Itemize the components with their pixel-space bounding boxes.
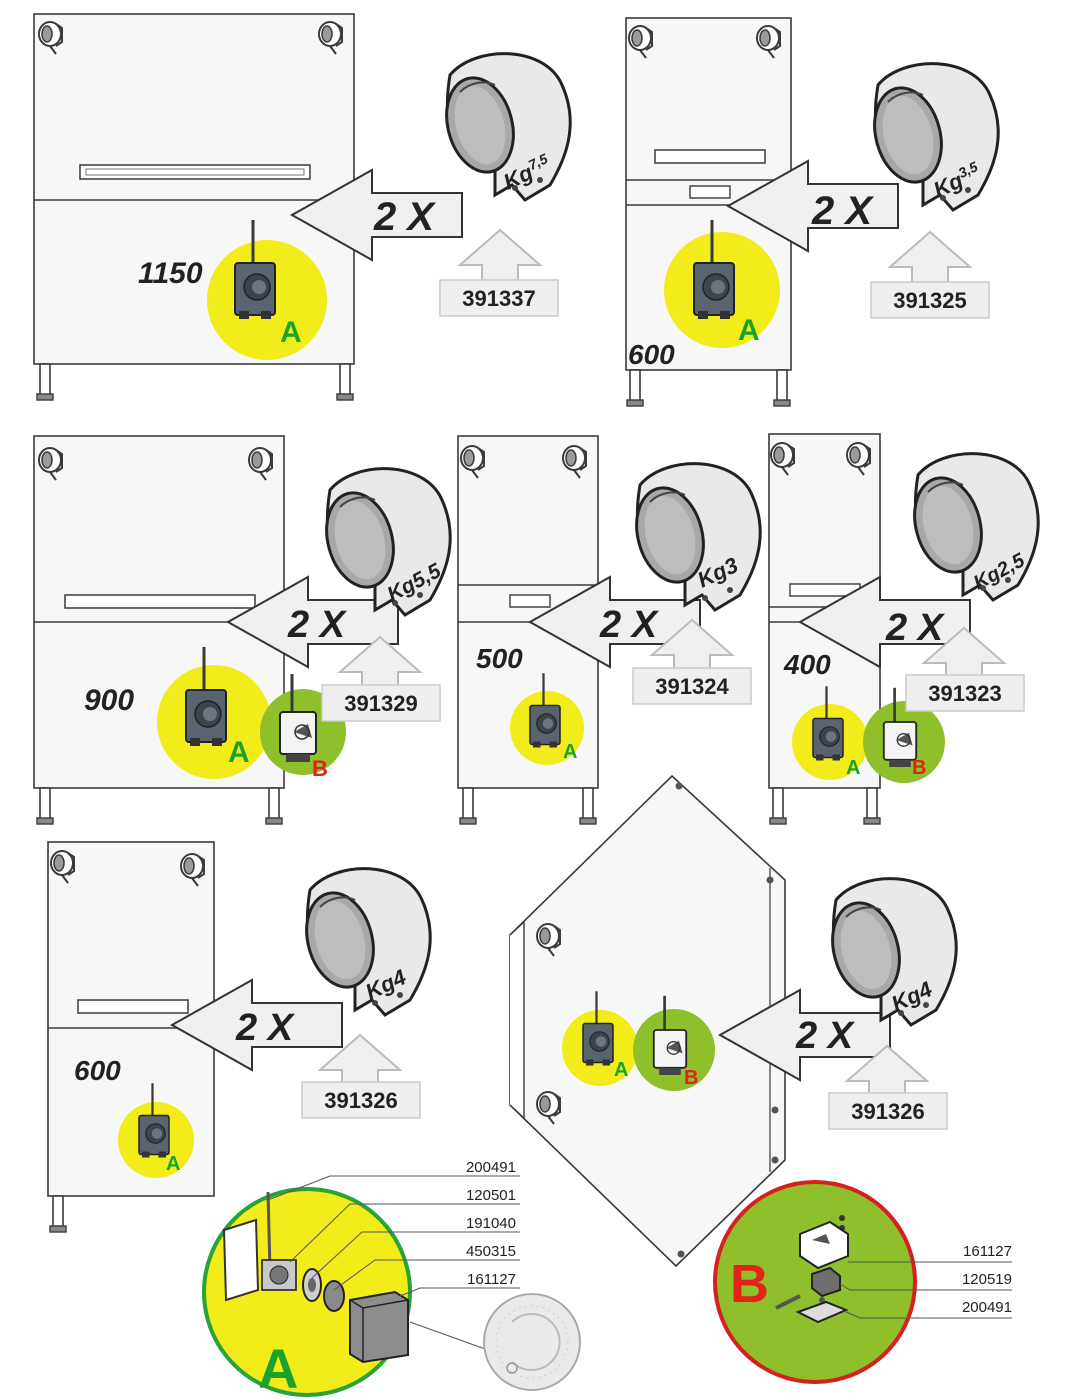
unit-size: 400 (783, 649, 831, 680)
leg (579, 787, 597, 825)
part-number: 161127 (467, 1271, 516, 1288)
mark-b: B (312, 756, 328, 781)
mark-a: A (738, 314, 760, 347)
mark-a: A (846, 757, 860, 779)
part-code: 391323 (928, 681, 1001, 706)
quantity: 2 X (235, 1007, 296, 1049)
mark-a: A (563, 741, 577, 763)
part-number: 450315 (466, 1243, 516, 1260)
detail-b: B 161127 120519 200491 (713, 1180, 1012, 1384)
unit-400: A B 400 2 X Kg2,5 391323 (768, 433, 1040, 825)
part-number: 200491 (962, 1299, 1012, 1316)
weight-roll-icon (821, 877, 958, 1027)
quantity: 2 X (373, 195, 436, 239)
part-number: 161127 (963, 1243, 1012, 1260)
leg (36, 363, 54, 401)
unit-600-bottom: A 600 2 X Kg4 391326 (47, 841, 432, 1233)
unit-size: 900 (84, 684, 134, 717)
unit-size: 500 (476, 643, 523, 674)
leg (626, 369, 644, 407)
mark-a: A (614, 1059, 628, 1081)
unit-corner: A B 2 X Kg4 391326 (509, 774, 958, 1268)
detail-letter-a: A (258, 1337, 298, 1400)
weight-exp: 3,5 (956, 158, 981, 181)
leg (773, 369, 791, 407)
quantity: 2 X (599, 604, 660, 646)
mark-a: A (228, 736, 250, 769)
leg (49, 1195, 67, 1233)
switch-icon (278, 672, 318, 764)
dial-knob-icon (483, 1293, 581, 1391)
detail-a: A 200491 120501 191040 450315 161127 (202, 1159, 581, 1400)
mark-a: A (166, 1153, 180, 1175)
part-code: 391326 (324, 1088, 397, 1113)
unit-500: A 500 2 X Kg3 391324 (457, 435, 762, 825)
part-code: 391326 (851, 1099, 924, 1124)
leg (36, 787, 54, 825)
leg (265, 787, 283, 825)
unit-600-top: A 600 2 X Kg3,5 391325 (625, 17, 1000, 407)
weight-roll-icon (625, 462, 762, 612)
part-code: 391325 (893, 288, 966, 313)
part-number: 120519 (962, 1271, 1012, 1288)
part-code: 391329 (344, 691, 417, 716)
quantity: 2 X (811, 189, 874, 233)
unit-size: 1150 (138, 257, 203, 290)
mark-b: B (912, 757, 926, 779)
part-number: 120501 (466, 1187, 516, 1204)
weight-roll-icon (295, 867, 432, 1017)
leg (336, 363, 354, 401)
detail-letter-b: B (730, 1254, 769, 1314)
quantity: 2 X (795, 1015, 856, 1057)
unit-size: 600 (628, 339, 675, 370)
part-number: 200491 (466, 1159, 516, 1176)
mark-a: A (280, 316, 302, 349)
quantity: 2 X (885, 607, 946, 649)
leg (769, 787, 787, 825)
leg (459, 787, 477, 825)
leg (863, 787, 881, 825)
part-code: 391324 (655, 674, 729, 699)
weight-roll-icon (315, 467, 452, 617)
part-number: 191040 (466, 1215, 516, 1232)
mark-b: B (684, 1067, 698, 1089)
part-code: 391337 (462, 286, 535, 311)
unit-900: A B 900 2 X Kg5,5 391329 (33, 435, 452, 825)
unit-1150: A 1150 2 X Kg7,5 391337 (33, 13, 572, 401)
weight-exp: 7,5 (526, 150, 551, 173)
quantity: 2 X (287, 604, 348, 646)
unit-size: 600 (74, 1055, 121, 1086)
